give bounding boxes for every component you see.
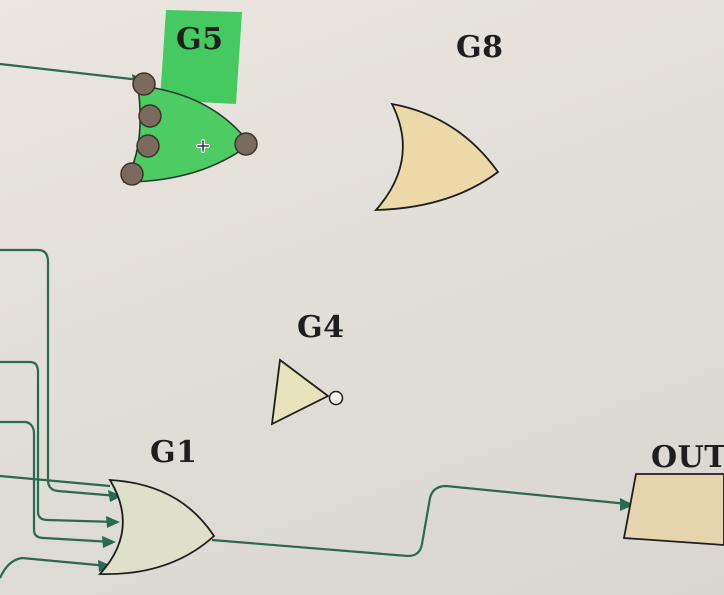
gate-g5[interactable] — [120, 10, 258, 186]
wire-left-1[interactable] — [0, 248, 119, 498]
wire-arrowhead-g1-2 — [106, 516, 120, 528]
g4-triangle — [270, 358, 330, 426]
g5-input-port-1[interactable] — [132, 72, 156, 96]
wire-arrowhead-g1-1 — [108, 490, 122, 502]
wire-g1-to-out[interactable] — [211, 484, 629, 558]
wire-into-g5[interactable] — [0, 62, 141, 82]
wire-left-4[interactable] — [0, 474, 111, 488]
output-block[interactable] — [622, 473, 724, 546]
g5-output-port[interactable] — [234, 132, 258, 156]
label-out: OUT — [651, 440, 724, 475]
wire-arrowhead-g1-3 — [102, 536, 116, 548]
wire-arrowhead-g1-4 — [98, 560, 112, 572]
g5-input-port-3[interactable] — [136, 134, 160, 158]
label-g1: G1 — [150, 435, 198, 470]
g4-inverter-bubble — [328, 390, 344, 406]
g5-input-port-4[interactable] — [120, 162, 144, 186]
wire-left-5[interactable] — [0, 556, 109, 579]
label-g5: G5 — [176, 22, 224, 57]
wire-arrowhead-out — [620, 498, 634, 511]
selection-highlight — [160, 10, 242, 104]
g5-input-port-2[interactable] — [138, 104, 162, 128]
wire-left-2[interactable] — [0, 360, 117, 524]
gate-g1[interactable] — [98, 479, 216, 575]
label-g4: G4 — [297, 310, 345, 345]
gate-g4[interactable] — [270, 358, 344, 426]
wire-left-3[interactable] — [0, 420, 113, 544]
move-cursor-icon — [196, 139, 210, 153]
gate-g8[interactable] — [373, 102, 500, 211]
label-g8: G8 — [456, 30, 504, 65]
